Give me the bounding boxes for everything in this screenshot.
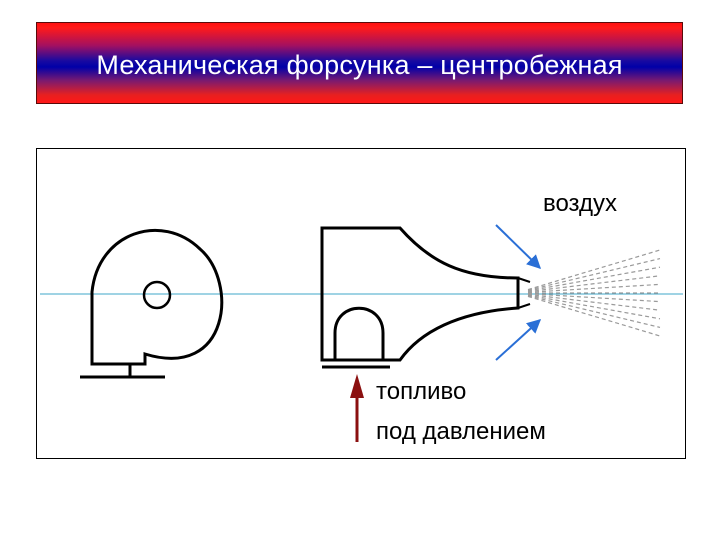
air-arrow-upper [495, 224, 542, 269]
fuel-channel [333, 306, 385, 360]
air-arrows [495, 224, 542, 361]
fuel-arrow [350, 374, 364, 442]
spray-ray [527, 293, 661, 303]
spray-ray [527, 266, 661, 292]
slide-title: Механическая форсунка – центробежная [96, 49, 623, 80]
air-arrow-lower [495, 319, 542, 361]
spray-ray [527, 283, 661, 293]
fuel-pressure-label: под давлением [376, 418, 546, 445]
nozzle-tip-edge-lower [517, 303, 531, 309]
spray-ray [527, 294, 661, 320]
fuel-arrow-head [350, 374, 364, 398]
swirl-chamber-outline [90, 228, 224, 376]
nozzle-tip-edge [517, 277, 531, 283]
spray-cone [527, 249, 661, 337]
air-label: воздух [543, 190, 618, 217]
swirl-chamber-bore [142, 280, 172, 310]
nozzle-body-view [320, 226, 531, 369]
swirl-chamber-view [80, 228, 224, 379]
title-bar: Механическая форсунка – центробежная [36, 22, 683, 104]
spray-ray [527, 293, 661, 311]
spray-ray [527, 249, 661, 291]
spray-ray [527, 258, 661, 291]
spray-ray [527, 295, 661, 337]
fuel-label: топливо [376, 378, 467, 405]
spray-ray [527, 275, 661, 293]
spray-ray [527, 295, 661, 328]
